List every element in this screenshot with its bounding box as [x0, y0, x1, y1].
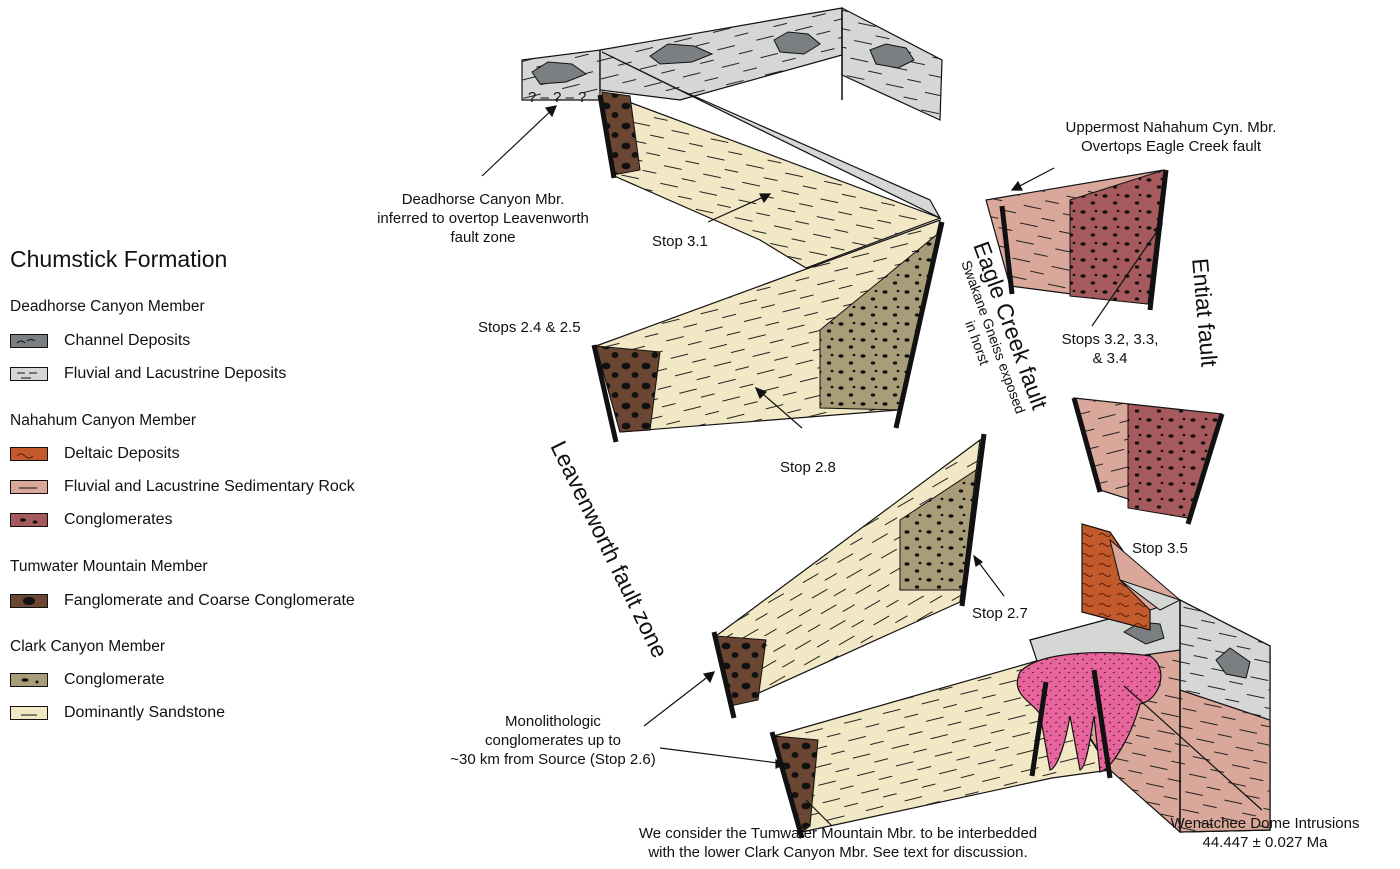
legend-label: Conglomerate — [64, 671, 165, 689]
stop-3-5-label: Stop 3.5 — [1132, 539, 1188, 558]
legend-group-clark: Clark Canyon Member — [10, 638, 165, 656]
legend-label: Fluvial and Lacustrine Sedimentary Rock — [64, 478, 355, 496]
swatch-dominantly-sandstone — [10, 706, 48, 720]
nahahum-block-lower — [1074, 398, 1222, 524]
nahahum-block-upper — [986, 170, 1166, 310]
legend-group-nahahum: Nahahum Canyon Member — [10, 412, 196, 430]
swatch-nahahum-conglomerates — [10, 513, 48, 527]
legend-label: Fluvial and Lacustrine Deposits — [64, 365, 286, 383]
deadhorse-note: Deadhorse Canyon Mbr. inferred to overto… — [338, 190, 628, 247]
tumwater-interbedded-note: We consider the Tumwater Mountain Mbr. t… — [568, 824, 1108, 862]
stops-3-2-3-3-3-4-label: Stops 3.2, 3.3, & 3.4 — [1040, 330, 1180, 368]
stop-2-8-label: Stop 2.8 — [780, 458, 836, 477]
legend-label: Deltaic Deposits — [64, 445, 180, 463]
legend-group-tumwater: Tumwater Mountain Member — [10, 558, 208, 576]
sandstone-wedge-lower — [714, 434, 984, 718]
swatch-fanglomerate — [10, 594, 48, 608]
swatch-deltaic-deposits — [10, 447, 48, 461]
monolithologic-note: Monolithologic conglomerates up to ~30 k… — [418, 712, 688, 769]
nahahum-deadhorse-block-bottom — [1017, 600, 1270, 832]
swatch-clark-conglomerate — [10, 673, 48, 687]
legend-label: Dominantly Sandstone — [64, 704, 225, 722]
wenatchee-dome-note: Wenatchee Dome Intrusions 44.447 ± 0.027… — [1130, 814, 1400, 852]
legend-label: Channel Deposits — [64, 332, 190, 350]
question-marks: ? – ? – ? — [528, 88, 586, 107]
stop-3-1-label: Stop 3.1 — [652, 232, 708, 251]
uppermost-nahahum-note: Uppermost Nahahum Cyn. Mbr. Overtops Eag… — [1036, 118, 1306, 156]
legend-label: Conglomerates — [64, 511, 173, 529]
legend-label: Fanglomerate and Coarse Conglomerate — [64, 592, 355, 610]
stop-2-7-label: Stop 2.7 — [972, 604, 1028, 623]
entiat-fault-label: Entiat fault — [1190, 258, 1218, 368]
legend-title: Chumstick Formation — [10, 246, 227, 273]
legend-group-deadhorse: Deadhorse Canyon Member — [10, 298, 205, 316]
swatch-channel-deposits — [10, 334, 48, 348]
sandstone-wedge-middle — [594, 220, 942, 442]
stops-2-4-2-5-label: Stops 2.4 & 2.5 — [478, 318, 581, 337]
swatch-nahahum-fluvial — [10, 480, 48, 494]
swatch-deadhorse-fluvial — [10, 367, 48, 381]
